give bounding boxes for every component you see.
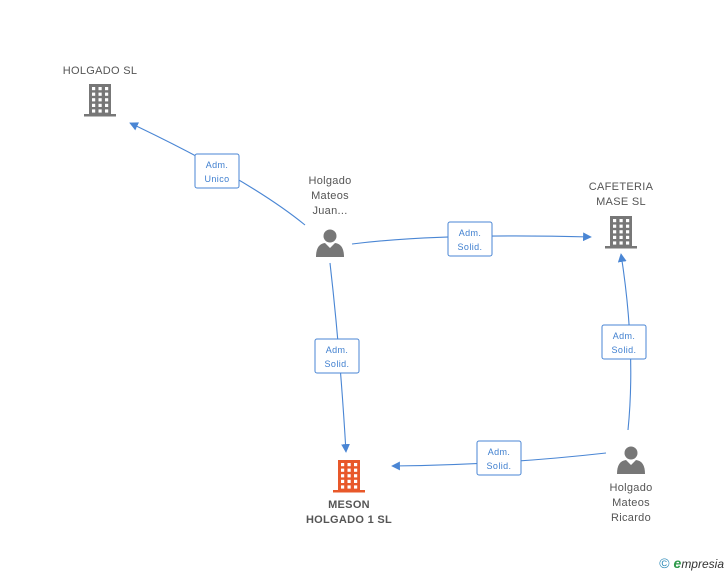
brand-name: empresia: [674, 555, 724, 571]
edge-label-box[interactable]: [447, 221, 493, 257]
empresia-watermark: © empresia: [659, 555, 724, 571]
edge-label-text: Adm.: [488, 447, 511, 457]
node-label: Holgado: [308, 175, 351, 187]
building-icon: [605, 216, 637, 249]
edge-label-text: Solid.: [325, 359, 350, 369]
edge-label-text: Adm.: [206, 160, 229, 170]
node-cafeteria-mase[interactable]: CAFETERIA MASE SL: [589, 181, 654, 249]
node-label: Holgado: [609, 482, 652, 494]
edge-label-text: Adm.: [613, 331, 636, 341]
edge-holgado-juan-to-holgado-sl: Adm. Unico: [129, 122, 306, 226]
edge-label-text: Unico: [204, 174, 229, 184]
node-meson-holgado[interactable]: MESON HOLGADO 1 SL: [306, 460, 392, 526]
node-label: MASE SL: [596, 196, 646, 208]
edge-label-box[interactable]: [314, 338, 360, 374]
person-icon: [316, 229, 344, 257]
edge-label-box[interactable]: [601, 324, 647, 360]
edge-label-text: Adm.: [459, 228, 482, 238]
edge-label-text: Solid.: [487, 461, 512, 471]
edge-label-box[interactable]: [476, 440, 522, 476]
node-label: Juan...: [312, 205, 347, 217]
edge-label-text: Solid.: [458, 242, 483, 252]
building-icon: [333, 460, 365, 493]
person-icon: [617, 446, 645, 474]
node-holgado-juan[interactable]: HolgadoMateosJuan...: [308, 175, 351, 257]
node-label: Mateos: [311, 190, 349, 202]
node-label: Mateos: [612, 497, 650, 509]
brand-rest: mpresia: [681, 557, 724, 571]
edge-label-text: Adm.: [326, 345, 349, 355]
edge-holgado-juan-to-meson-holgado: Adm. Solid.: [314, 262, 360, 453]
node-label: CAFETERIA: [589, 181, 654, 193]
edge-holgado-juan-to-cafeteria-mase: Adm. Solid.: [351, 221, 592, 257]
edges-layer: Adm.UnicoAdm.Solid.Adm.Solid.Adm.Solid.A…: [129, 122, 647, 476]
nodes-layer: HOLGADO SL CAFETERIA MASE SL MESON HOLGADO 1…: [63, 65, 654, 526]
copyright-symbol: ©: [659, 555, 670, 571]
node-label: Ricardo: [611, 512, 651, 524]
edge-label-box[interactable]: [194, 153, 240, 189]
edge-label-text: Solid.: [612, 345, 637, 355]
edge-holgado-ricardo-to-meson-holgado: Adm. Solid.: [391, 440, 607, 476]
edge-holgado-ricardo-to-cafeteria-mase: Adm. Solid.: [601, 253, 647, 431]
building-icon: [84, 84, 116, 117]
brand-first-letter: e: [673, 555, 682, 571]
node-label: HOLGADO 1 SL: [306, 514, 392, 526]
node-holgado-sl[interactable]: HOLGADO SL: [63, 65, 138, 117]
node-label: MESON: [328, 499, 370, 511]
node-label: HOLGADO SL: [63, 65, 138, 77]
